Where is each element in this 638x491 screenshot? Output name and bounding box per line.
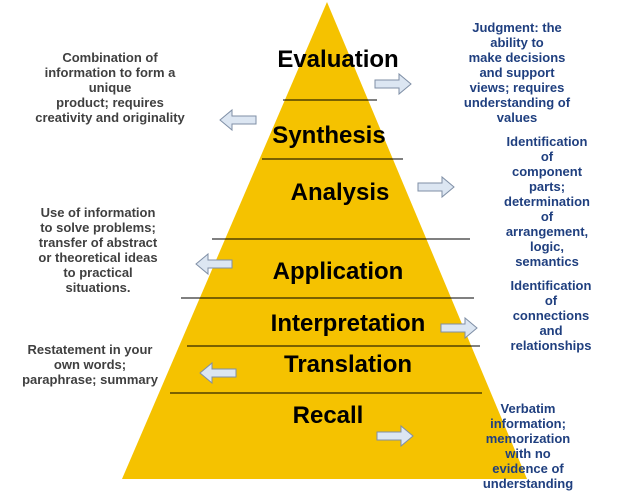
pyramid-diagram — [122, 2, 527, 479]
pyramid-dividers — [170, 99, 482, 394]
arrow-left-icon-application — [195, 252, 233, 276]
level-label-evaluation: Evaluation — [277, 46, 399, 73]
level-label-synthesis: Synthesis — [272, 122, 386, 149]
description-synthesis: Combination of information to form a uni… — [35, 50, 185, 125]
description-translation: Restatement in your own words; paraphras… — [22, 342, 158, 387]
arrow-right-icon-interpretation — [440, 316, 478, 340]
arrow-left-icon-synthesis — [219, 108, 257, 132]
level-label-application: Application — [272, 258, 404, 285]
arrow-left-icon-translation — [199, 361, 237, 385]
description-application: Use of information to solve problems; tr… — [38, 205, 158, 295]
level-label-recall: Recall — [292, 402, 364, 429]
level-label-interpretation: Interpretation — [270, 310, 426, 337]
description-recall: Verbatim information; memorization with … — [482, 401, 574, 491]
description-interpretation: Identification of connections and relati… — [510, 278, 592, 353]
description-analysis: Identification of component parts; deter… — [504, 134, 590, 269]
arrows-layer — [195, 72, 478, 448]
description-evaluation: Judgment: the ability to make decisions … — [463, 20, 571, 125]
arrow-right-icon-recall — [376, 424, 414, 448]
level-label-translation: Translation — [283, 351, 413, 378]
pyramid-shape — [122, 2, 527, 479]
arrow-right-icon-evaluation — [374, 72, 412, 96]
arrow-right-icon-analysis — [417, 175, 455, 199]
level-label-analysis: Analysis — [290, 179, 390, 206]
